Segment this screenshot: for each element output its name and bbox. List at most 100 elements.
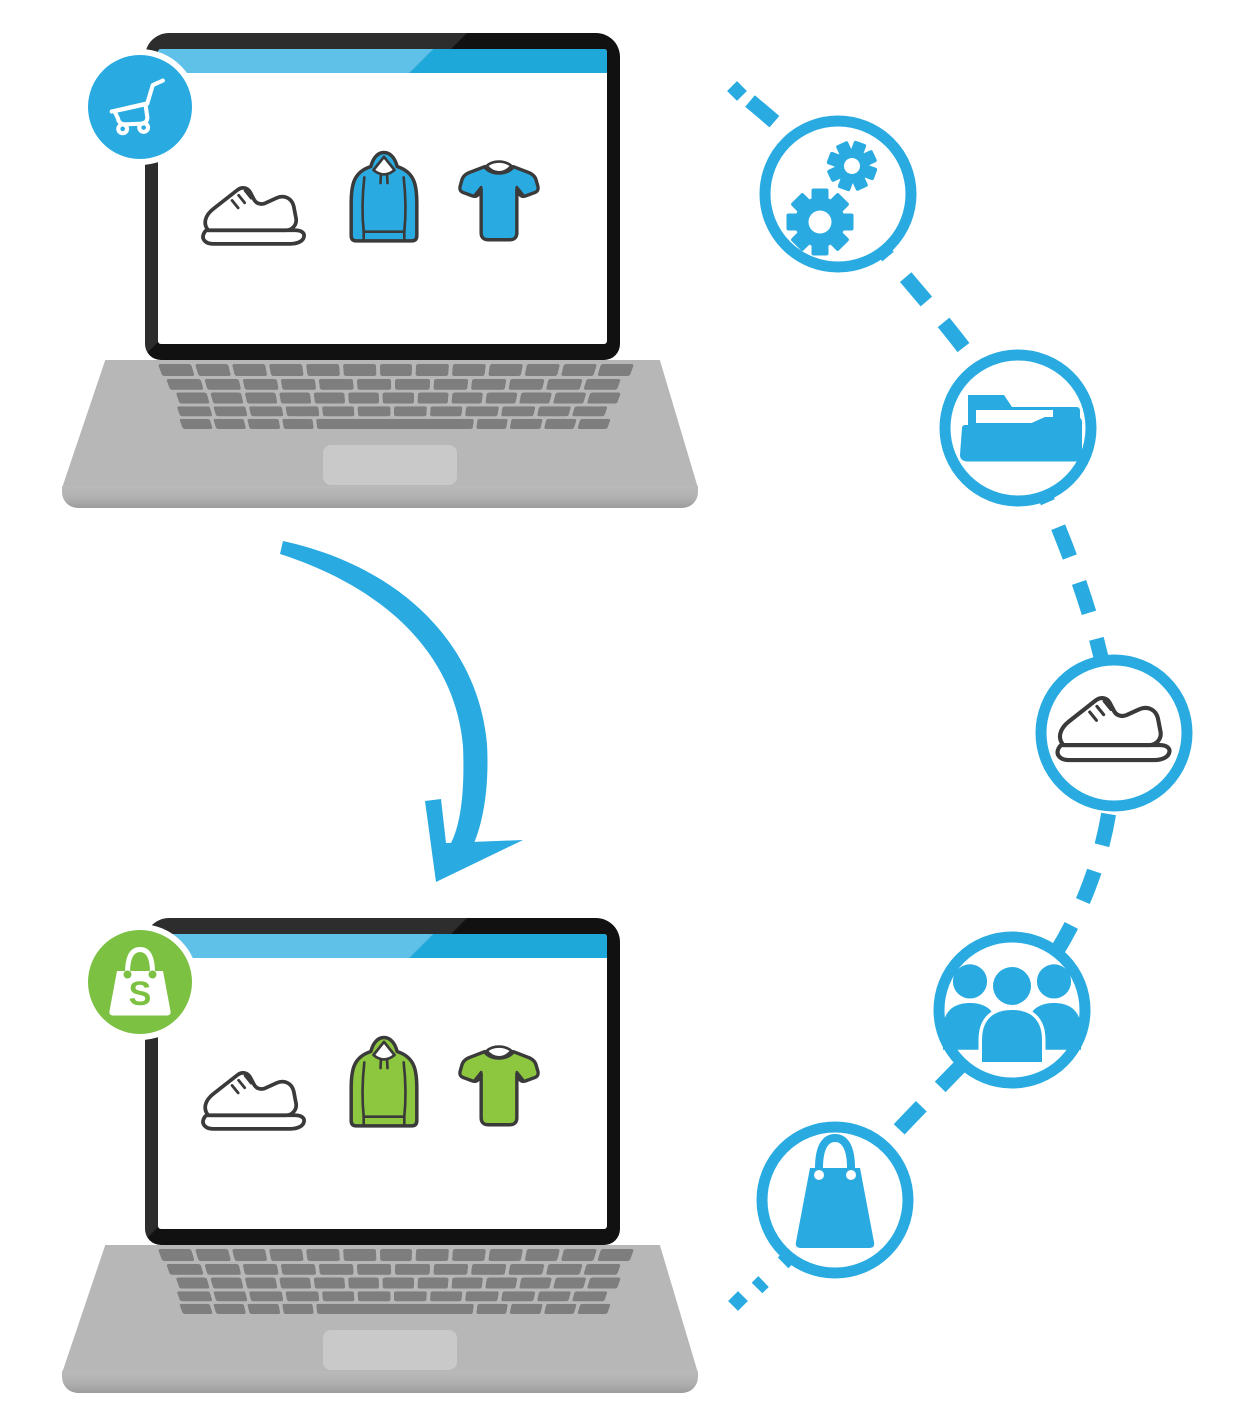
keyboard-key [348, 392, 380, 404]
keyboard-key [279, 1277, 312, 1289]
keyboard-key [583, 378, 621, 390]
keyboard-key [524, 1249, 561, 1261]
keyboard-key [583, 1263, 621, 1275]
keyboard-key [194, 364, 231, 376]
keyboard-key [395, 378, 430, 390]
keyboard-key [357, 1263, 392, 1275]
keyboard-key [536, 406, 572, 417]
keyboard-key [552, 392, 587, 404]
keyboard-key [194, 1249, 231, 1261]
keyboard-key [518, 1277, 552, 1289]
keyboard-key [357, 406, 391, 417]
keyboard-key [485, 1277, 518, 1289]
keyboard-row [158, 1249, 634, 1261]
keyboard-key [210, 1277, 244, 1289]
keyboard-key [417, 392, 449, 404]
keyboard-key [268, 1249, 304, 1261]
keyboard-key [321, 1291, 355, 1302]
keyboard-key [305, 1249, 340, 1261]
hoodie-icon [349, 1035, 419, 1128]
hoodie-icon [349, 150, 419, 243]
t-shirt-icon [458, 1044, 540, 1127]
keyboard-key [249, 406, 284, 417]
keyboard-key [244, 392, 278, 404]
user-group-icon [943, 963, 1081, 1066]
shopify-bag-icon: S [109, 946, 171, 1016]
keyboard-key [545, 1263, 583, 1275]
keyboard-key [279, 392, 312, 404]
keyboard-key [476, 1304, 509, 1314]
keyboard-key [210, 392, 244, 404]
browser-top-bar [158, 49, 607, 73]
keyboard-key [285, 406, 320, 417]
keyboard-key [429, 406, 463, 417]
step-circle-orders [756, 1121, 914, 1279]
keyboard-key [231, 364, 268, 376]
keyboard-key [204, 1263, 242, 1275]
keyboard-row [158, 364, 634, 376]
step-circle-products [1035, 654, 1193, 812]
keyboard-key [357, 378, 392, 390]
shopping-bag-icon [795, 1133, 875, 1248]
keyboard-key [249, 1291, 284, 1302]
keyboard-key [597, 364, 634, 376]
keyboard-key [465, 1291, 500, 1302]
keyboard-row [175, 392, 621, 404]
trackpad [323, 1330, 457, 1370]
keyboard-key [379, 1249, 413, 1261]
keyboard-key [158, 1249, 195, 1261]
spacebar-key [315, 419, 475, 429]
keyboard-key [280, 1263, 317, 1275]
keyboard-key [247, 1304, 280, 1314]
laptop-front-edge [62, 486, 698, 508]
step-circle-gears [759, 115, 917, 273]
shopping-cart-icon [109, 78, 165, 136]
keyboard-key [212, 1291, 248, 1302]
keyboard-key [536, 1291, 572, 1302]
keyboard-key [488, 1249, 524, 1261]
shopify-letter: S [129, 975, 152, 1013]
keyboard-key [552, 1277, 587, 1289]
keyboard-key [543, 1304, 577, 1314]
keyboard-row [166, 378, 621, 390]
keyboard-key [433, 378, 468, 390]
browser-top-bar [158, 934, 607, 958]
keyboard-key [597, 1249, 634, 1261]
keyboard [154, 1249, 636, 1314]
gears-icon [786, 140, 878, 256]
keyboard-key [321, 406, 355, 417]
keyboard-key [342, 1249, 376, 1261]
keyboard-key [176, 1291, 213, 1302]
keyboard-row [176, 406, 608, 417]
keyboard-key [244, 1277, 278, 1289]
keyboard-key [488, 364, 524, 376]
keyboard-key [175, 392, 210, 404]
keyboard-key [305, 364, 340, 376]
trackpad [323, 445, 457, 485]
keyboard-key [586, 392, 621, 404]
keyboard-key [175, 1277, 210, 1289]
target-laptop-bezel [145, 918, 620, 1245]
keyboard-row [166, 1263, 621, 1275]
keyboard-key [166, 378, 204, 390]
keyboard-key [280, 378, 317, 390]
shopify-badge: S [88, 930, 192, 1034]
spacebar-key [315, 1304, 475, 1314]
keyboard-key [452, 1249, 487, 1261]
keyboard-key [242, 1263, 279, 1275]
keyboard-key [485, 392, 518, 404]
keyboard-key [543, 419, 577, 429]
keyboard-key [577, 1304, 611, 1314]
keyboard-key [395, 1263, 430, 1275]
keyboard-key [231, 1249, 268, 1261]
keyboard-key [247, 419, 280, 429]
keyboard-key [524, 364, 561, 376]
keyboard-key [500, 406, 536, 417]
path-start-diamond [727, 81, 747, 101]
step-circle-customers [933, 931, 1091, 1089]
keyboard-key [508, 378, 545, 390]
keyboard-key [383, 392, 414, 404]
source-laptop-screen [158, 49, 607, 344]
keyboard-key [357, 1291, 391, 1302]
